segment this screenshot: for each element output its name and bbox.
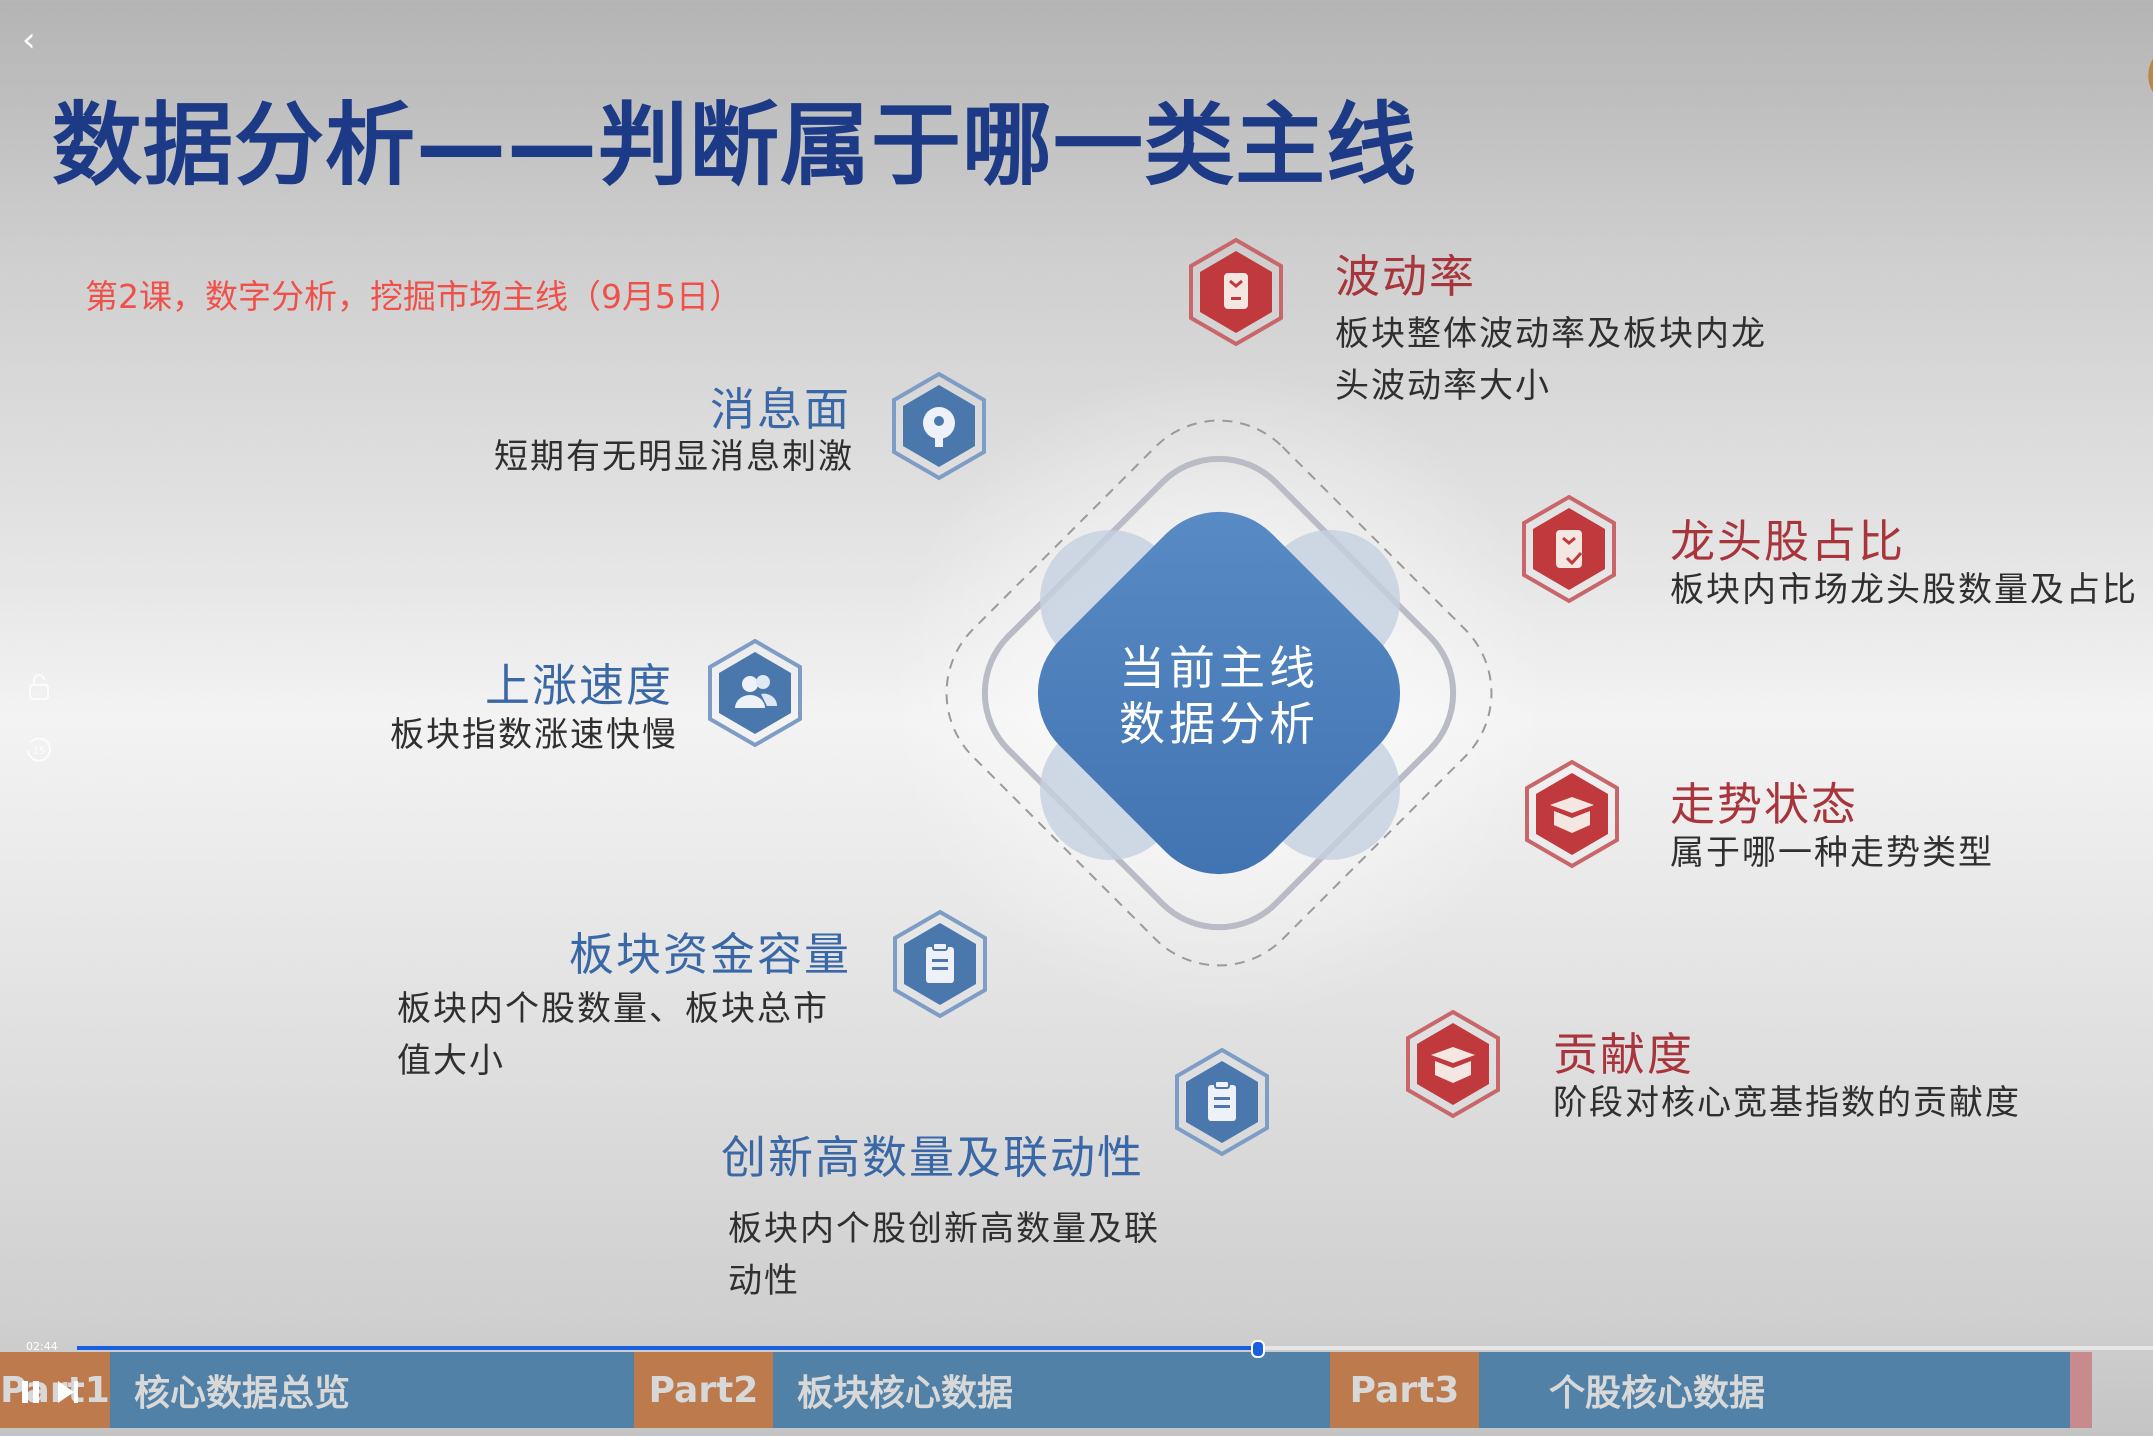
clipboard-icon — [1175, 1047, 1269, 1157]
item-desc-line: 头波动率大小 — [1335, 366, 1551, 406]
item-title: 消息面 — [709, 383, 851, 436]
chapter-label: Part1 — [0, 1369, 110, 1411]
item-desc: 短期有无明显消息刺激 — [494, 431, 854, 483]
checked-document-icon — [1522, 494, 1616, 604]
item-desc-line: 板块内市场龙头股数量及占比 — [1670, 570, 2138, 610]
outer-dashed-diamond — [945, 419, 1493, 967]
item-title: 板块资金容量 — [568, 928, 851, 981]
item-desc-line: 阶段对核心宽基指数的贡献度 — [1553, 1083, 2021, 1123]
chapter-label: 板块核心数据 — [797, 1373, 1014, 1414]
chapter-label: 个股核心数据 — [1549, 1373, 1766, 1414]
open-box-icon — [1525, 759, 1619, 869]
lesson-subtitle: 第2课，数字分析，挖掘市场主线（9月5日） — [85, 277, 742, 316]
chapter-label: Part2 — [648, 1369, 759, 1411]
current-time: 02:44 — [26, 1340, 58, 1353]
item-desc-line: 板块内个股数量、板块总市 — [397, 989, 829, 1029]
center-label: 当前主线 数据分析 — [1069, 640, 1369, 752]
head-idea-icon — [892, 371, 986, 481]
item-desc-line: 动性 — [728, 1261, 800, 1301]
item-desc: 阶段对核心宽基指数的贡献度 — [1553, 1077, 2021, 1129]
chapter-part-3[interactable]: Part3 — [1330, 1352, 1479, 1428]
item-title: 上涨速度 — [484, 659, 673, 712]
logo-icon — [2148, 58, 2153, 93]
users-icon — [708, 638, 802, 748]
item-desc: 板块内个股创新高数量及联动性 — [728, 1203, 1160, 1307]
chapter-label: Part3 — [1349, 1369, 1460, 1411]
svg-text:15: 15 — [33, 746, 46, 757]
item-desc-line: 值大小 — [397, 1041, 505, 1081]
chapter-part-2[interactable]: Part2 — [634, 1352, 773, 1428]
chapter-part-1[interactable]: Part1 — [0, 1352, 110, 1428]
back-button[interactable]: ‹ — [22, 20, 52, 60]
slide-title: 数据分析——判断属于哪一类主线 — [52, 93, 1417, 198]
item-desc-line: 属于哪一种走势类型 — [1670, 833, 1994, 873]
item-desc: 板块整体波动率及板块内龙头波动率大小 — [1335, 308, 1767, 412]
chapter-bar: Part1 核心数据总览 Part2 板块核心数据 Part3 个股核心数据 — [0, 1352, 2153, 1428]
progress-fill — [77, 1346, 1259, 1350]
replay-15-icon[interactable]: 15 — [22, 733, 56, 767]
chapter-stock[interactable]: 个股核心数据 — [1479, 1352, 2070, 1428]
chevron-left-icon: ‹ — [22, 20, 36, 60]
item-title: 创新高数量及联动性 — [721, 1131, 1145, 1184]
item-desc-line: 短期有无明显消息刺激 — [494, 437, 854, 477]
chapter-end — [2070, 1352, 2092, 1428]
next-icon[interactable] — [56, 1378, 80, 1406]
item-desc-line: 板块内个股创新高数量及联 — [728, 1209, 1160, 1249]
open-box-icon — [1406, 1009, 1500, 1119]
pause-icon[interactable] — [20, 1378, 42, 1406]
progress-handle[interactable] — [1251, 1340, 1266, 1358]
center-label-line: 数据分析 — [1119, 697, 1319, 751]
center-label-line: 当前主线 — [1119, 641, 1319, 695]
item-desc-line: 板块指数涨速快慢 — [390, 715, 678, 755]
item-desc: 板块内市场龙头股数量及占比 — [1670, 564, 2138, 616]
item-title: 走势状态 — [1670, 778, 1859, 831]
item-title: 贡献度 — [1553, 1028, 1695, 1081]
center-diamond — [1037, 511, 1401, 875]
item-desc-line: 板块整体波动率及板块内龙 — [1335, 314, 1767, 354]
playback-controls — [20, 1372, 80, 1412]
clipboard-icon — [893, 909, 987, 1019]
chapter-overview[interactable]: 核心数据总览 — [110, 1352, 634, 1428]
item-desc: 板块指数涨速快慢 — [390, 709, 678, 761]
chapter-sector[interactable]: 板块核心数据 — [773, 1352, 1330, 1428]
item-desc: 板块内个股数量、板块总市值大小 — [397, 983, 829, 1087]
item-desc: 属于哪一种走势类型 — [1670, 827, 1994, 879]
item-title: 龙头股占比 — [1670, 515, 1906, 568]
chapter-label: 核心数据总览 — [134, 1373, 351, 1414]
item-title: 波动率 — [1335, 250, 1477, 303]
phone-badge-icon — [1189, 237, 1283, 347]
progress-bar[interactable] — [77, 1340, 2153, 1358]
lock-icon[interactable] — [22, 670, 56, 704]
